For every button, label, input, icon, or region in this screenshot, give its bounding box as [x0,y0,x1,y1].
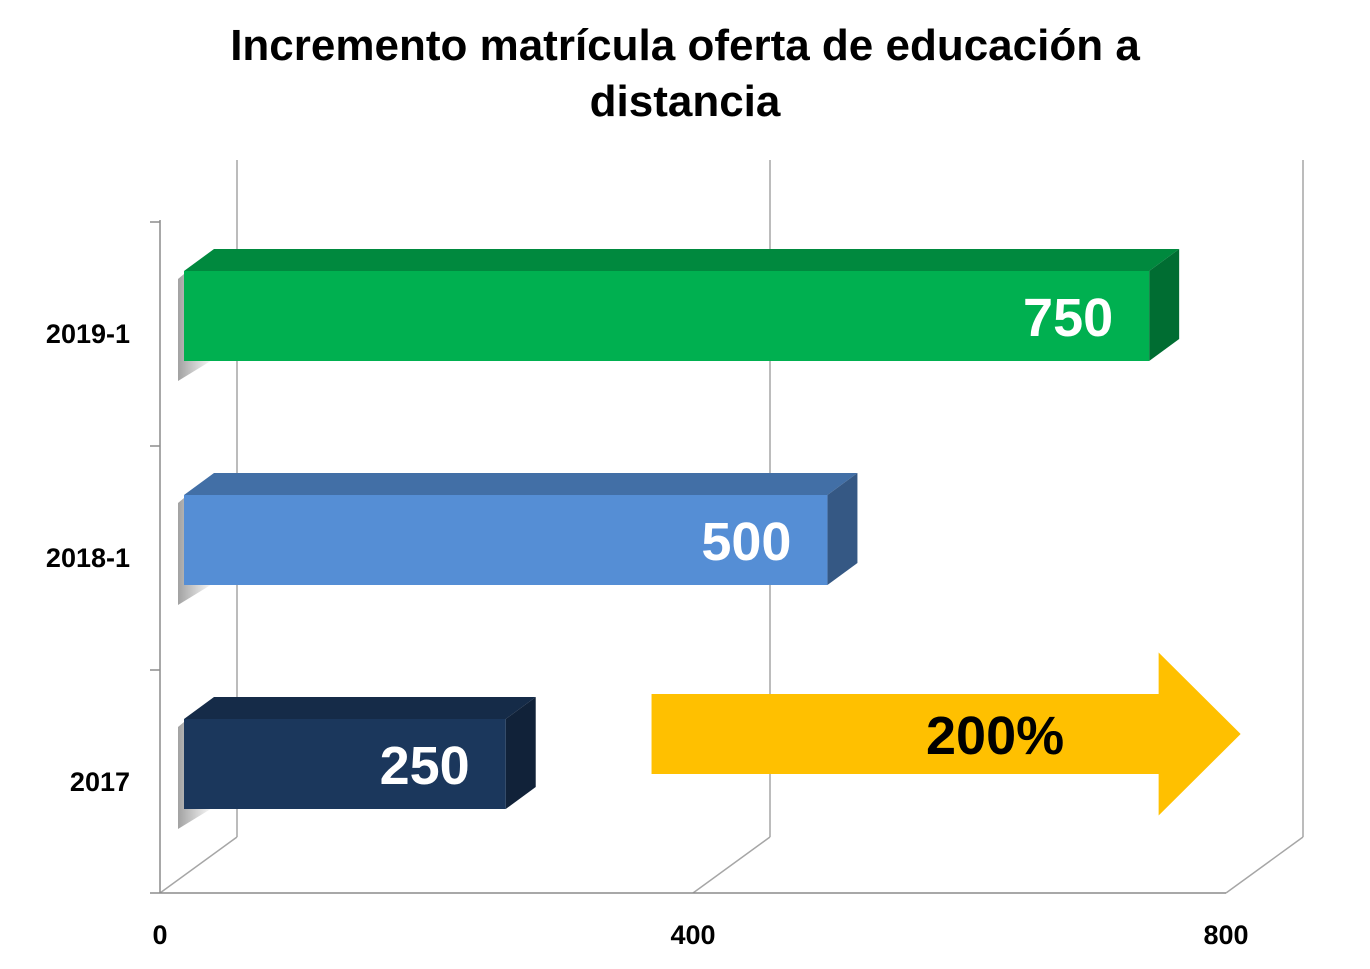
growth-arrow-label: 200% [926,706,1064,766]
bar-side-1 [827,473,858,585]
x-tick-label-1: 400 [670,920,715,950]
category-label-2: 2019-1 [46,319,130,349]
bar-0 [184,719,506,809]
chart-title-line-1: Incremento matrícula oferta de educación… [230,21,1140,70]
data-label-1: 500 [701,512,791,572]
bar-2 [184,271,1150,361]
bar-top-2 [184,249,1180,271]
bars: 250 500 750 [178,249,1180,829]
floor-gridline-2 [1225,836,1304,894]
axes: 0 400 800 2017 2018-1 2019-1 [46,220,1249,950]
growth-arrow [651,652,1241,816]
bar-1 [184,495,828,585]
bar-side-0 [505,697,536,809]
data-label-2: 750 [1023,288,1113,348]
data-label-0: 250 [380,736,470,796]
category-label-1: 2018-1 [46,543,130,573]
category-label-0: 2017 [70,767,130,797]
bar-top-0 [184,697,536,719]
bar-top-1 [184,473,858,495]
growth-annotation: 200% [651,652,1241,816]
chart-title: Incremento matrícula oferta de educación… [0,18,1370,130]
floor-gridline-0 [159,836,238,894]
floor-gridline-1 [692,836,771,894]
bar-side-2 [1149,249,1180,361]
chart-title-line-2: distancia [589,77,781,126]
x-tick-label-2: 800 [1203,920,1248,950]
x-tick-label-0: 0 [152,920,167,950]
